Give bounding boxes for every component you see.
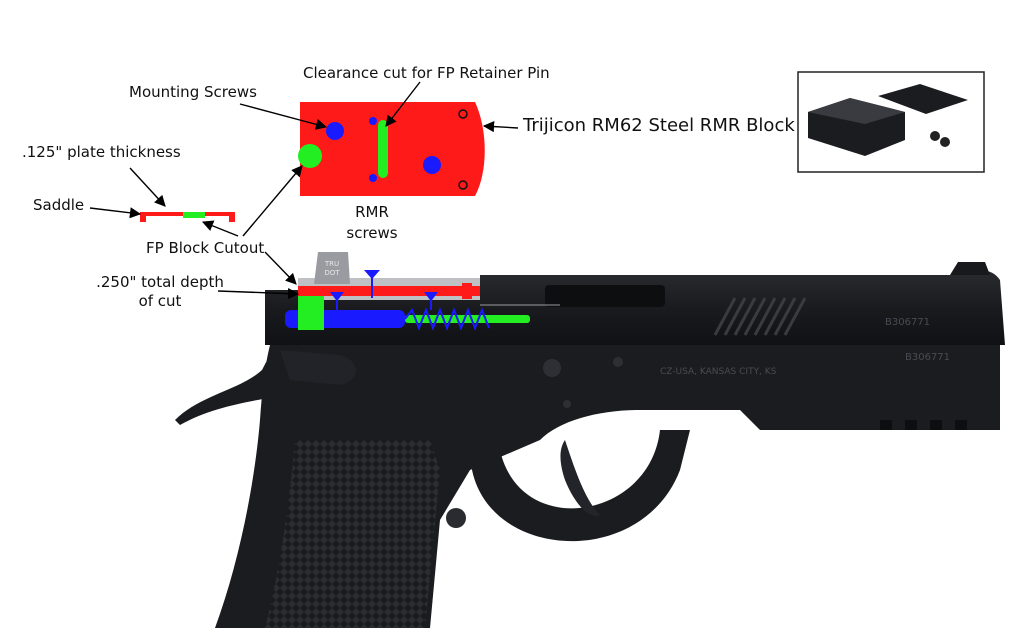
label-block-name: Trijicon RM62 Steel RMR Block	[523, 115, 795, 136]
pistol-illustration: CZ-USA, KANSAS CITY, KS B306771 B306771	[175, 262, 1005, 628]
arrow-fp-cutout-slide	[264, 251, 297, 285]
arrow-clearance-cut	[385, 81, 421, 127]
photo-screw-2	[940, 137, 950, 147]
rmr-block-top-view	[298, 102, 485, 196]
firing-pin-spring	[404, 307, 490, 331]
cutaway-plate	[298, 286, 480, 296]
accessory-rail	[880, 420, 967, 430]
cutaway-saddle-tab	[462, 283, 472, 299]
label-fp-block-cutout: FP Block Cutout	[146, 239, 265, 257]
mounting-screw-left	[326, 122, 344, 140]
trigger-guard	[470, 430, 690, 542]
label-mounting-screws: Mounting Screws	[129, 83, 257, 101]
arrow-plate-thickness	[129, 167, 166, 207]
rmr-hole-top	[458, 109, 468, 119]
label-rmr-screws: RMR screws	[342, 203, 402, 242]
slide-stop-pin	[543, 359, 561, 377]
label-rmr-screws-line1: RMR	[355, 203, 389, 221]
photo-screw-1	[930, 131, 940, 141]
trigger	[560, 440, 600, 516]
safety-lever	[280, 350, 356, 385]
arrow-depth	[217, 288, 300, 300]
plate-side-profile	[140, 212, 235, 222]
magazine-release	[446, 508, 466, 528]
slide-serrations	[713, 297, 807, 336]
takedown-pin	[563, 400, 571, 408]
rmr-block-plate	[300, 102, 485, 196]
slide-serial: B306771	[885, 317, 930, 328]
arrow-fp-cutout-side	[201, 220, 239, 237]
slide-cutaway: TRU DOT	[285, 252, 560, 331]
label-plate-thickness: .125" plate thickness	[22, 143, 181, 161]
small-screw-bottom	[369, 174, 377, 182]
rmr-screw-3	[424, 292, 438, 310]
fp-block-cutout-hole	[298, 144, 322, 168]
photo-plate	[878, 84, 968, 114]
firing-pin-block	[298, 296, 324, 330]
hammer	[175, 345, 290, 425]
label-saddle: Saddle	[33, 196, 85, 214]
fp-retainer-pin-clearance-slot	[378, 120, 388, 178]
mounting-screw-right	[423, 156, 441, 174]
label-clearance-cut: Clearance cut for FP Retainer Pin	[303, 64, 550, 82]
frame-pin	[613, 357, 623, 367]
ejection-port	[545, 285, 665, 307]
rmr-screw-1	[364, 270, 380, 298]
label-depth-line2: of cut	[138, 292, 182, 310]
arrow-saddle	[89, 207, 142, 219]
label-rmr-screws-line2: screws	[346, 224, 398, 242]
plate-side-fp-cutout	[183, 212, 205, 218]
photo-block-top	[808, 98, 905, 124]
rmr-sight	[314, 252, 350, 284]
arrow-fp-cutout-top	[242, 165, 303, 237]
frame-serial: B306771	[905, 352, 950, 363]
grip-panel	[265, 440, 440, 628]
leader-arrows	[89, 81, 519, 300]
rmr-hole-bottom	[458, 180, 468, 190]
plate-side-view	[140, 212, 235, 222]
rmr-sight-label-1: TRU	[324, 260, 339, 268]
label-depth: .250" total depth of cut	[90, 273, 230, 310]
pistol-slide	[265, 270, 1005, 345]
rmr-sight-label-2: DOT	[324, 269, 340, 277]
arrow-block-name	[482, 121, 519, 133]
front-sight	[950, 262, 990, 275]
rmr-screw-2	[330, 292, 344, 310]
product-photo-inset	[797, 71, 985, 173]
arrow-mounting-screws	[239, 103, 328, 130]
small-screw-top	[369, 117, 377, 125]
slide-engraving: CZ-USA, KANSAS CITY, KS	[660, 367, 777, 377]
label-depth-line1: .250" total depth	[96, 273, 224, 291]
